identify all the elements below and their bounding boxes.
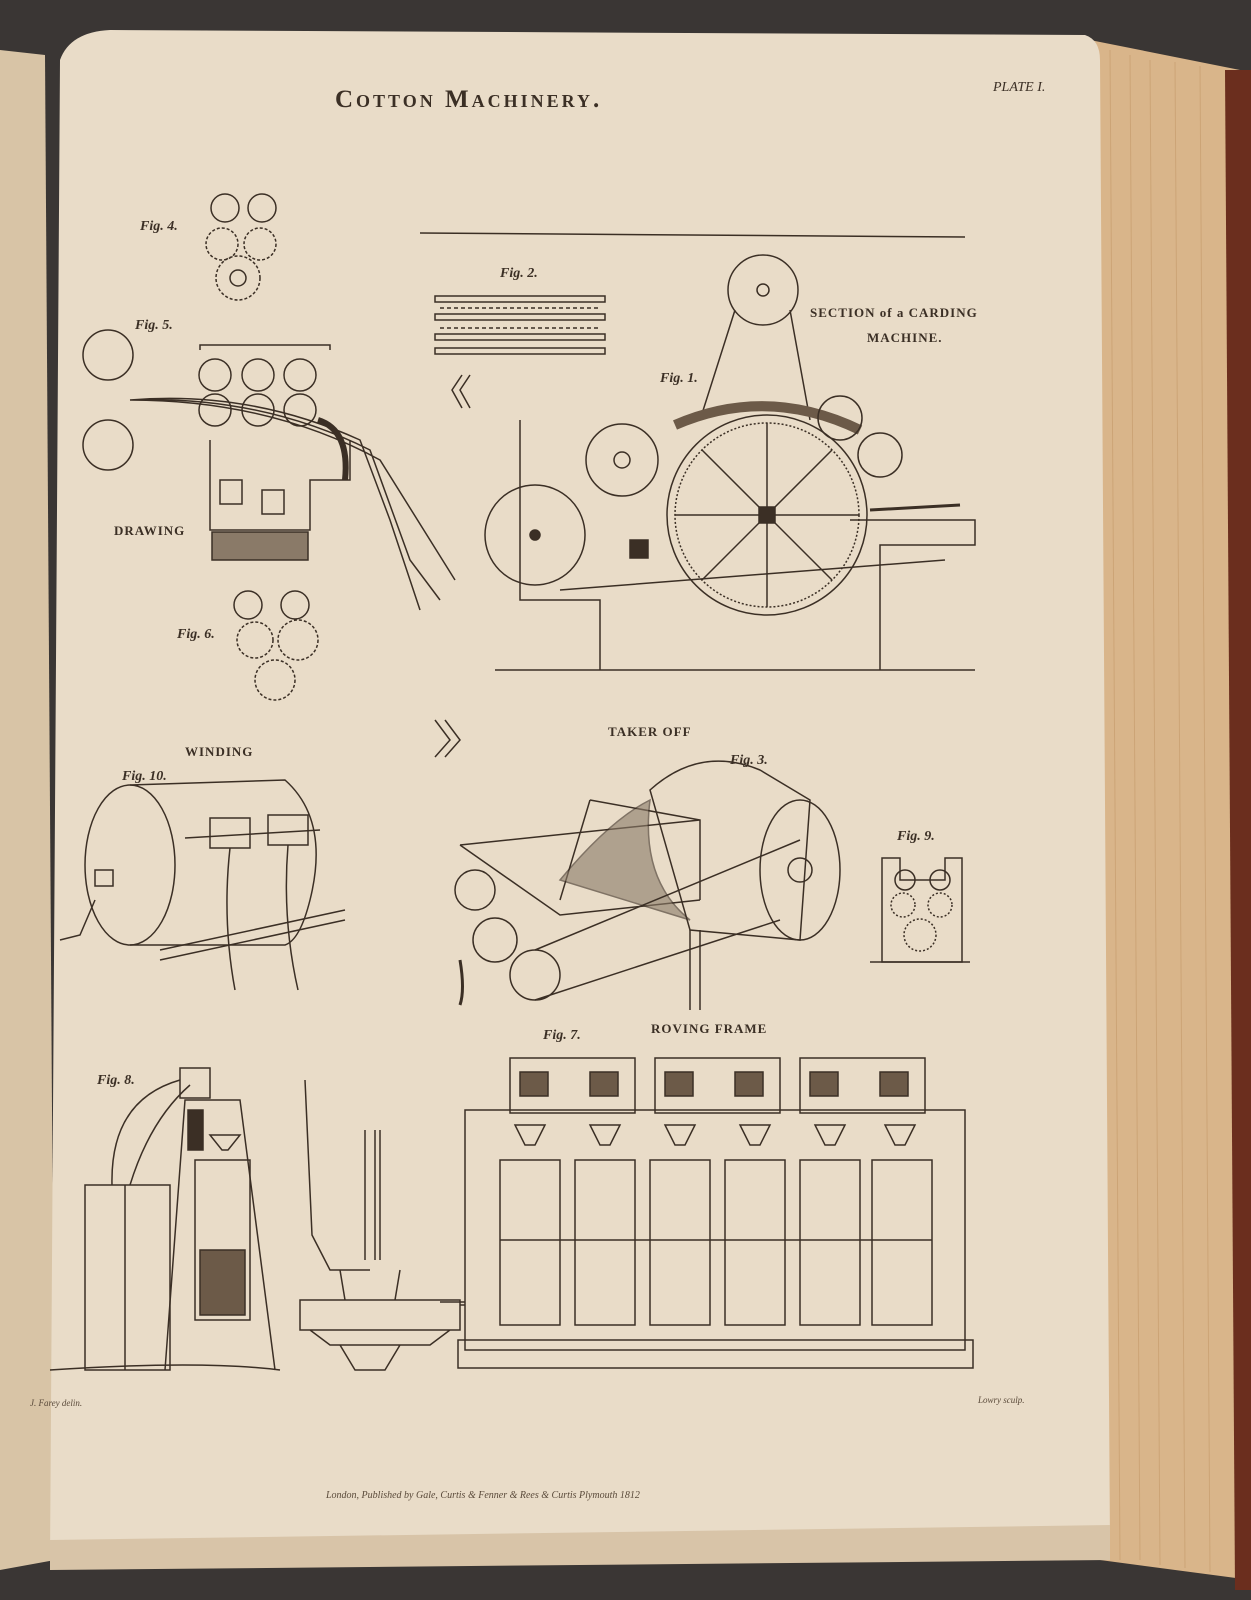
credit-engraver: Lowry sculp. <box>978 1395 1025 1405</box>
fig2-card-teeth <box>434 295 606 409</box>
fig8-label: Fig. 8. <box>97 1073 135 1088</box>
heading-roving-frame: ROVING FRAME <box>651 1021 768 1036</box>
plate-number: PLATE I. <box>993 80 1046 95</box>
fig4-label: Fig. 4. <box>140 219 178 234</box>
fig5-label: Fig. 5. <box>135 318 173 333</box>
heading-winding: WINDING <box>185 744 254 759</box>
heading-carding-2: MACHINE. <box>867 330 943 345</box>
plate-title: Cotton Machinery. <box>335 86 603 113</box>
heading-drawing: DRAWING <box>114 523 186 538</box>
page-edge-lines <box>1109 49 1211 1573</box>
fig9-label: Fig. 9. <box>897 829 935 844</box>
fig5-drawing-frame <box>82 329 456 611</box>
fig4-rollers <box>205 193 277 301</box>
imprint: London, Published by Gale, Curtis & Fenn… <box>326 1490 640 1501</box>
fig1-carding-machine <box>419 232 976 671</box>
page <box>50 30 1110 1560</box>
fig10-winding <box>59 779 346 991</box>
fig10-label: Fig. 10. <box>122 769 167 784</box>
fig6-label: Fig. 6. <box>177 627 215 642</box>
fig1-label: Fig. 1. <box>660 371 698 386</box>
fig2-label: Fig. 2. <box>500 266 538 281</box>
lever-mechanism <box>299 1079 461 1371</box>
heading-taker-off: TAKER OFF <box>608 724 692 739</box>
fig6-rollers <box>233 590 319 701</box>
fig7-roving-frame <box>440 1057 974 1369</box>
fig3-label: Fig. 3. <box>730 753 768 768</box>
fig9-rollers <box>870 857 970 963</box>
page-edges <box>1090 40 1251 1580</box>
fig8-can-frame <box>49 1067 281 1371</box>
heading-carding-1: SECTION of a CARDING <box>810 305 978 320</box>
left-page-edge <box>0 50 55 1570</box>
book-cover <box>1225 70 1251 1590</box>
fig3-taker-off <box>434 719 841 1010</box>
fig7-label: Fig. 7. <box>543 1028 581 1043</box>
credit-draughtsman: J. Farey delin. <box>30 1398 83 1408</box>
